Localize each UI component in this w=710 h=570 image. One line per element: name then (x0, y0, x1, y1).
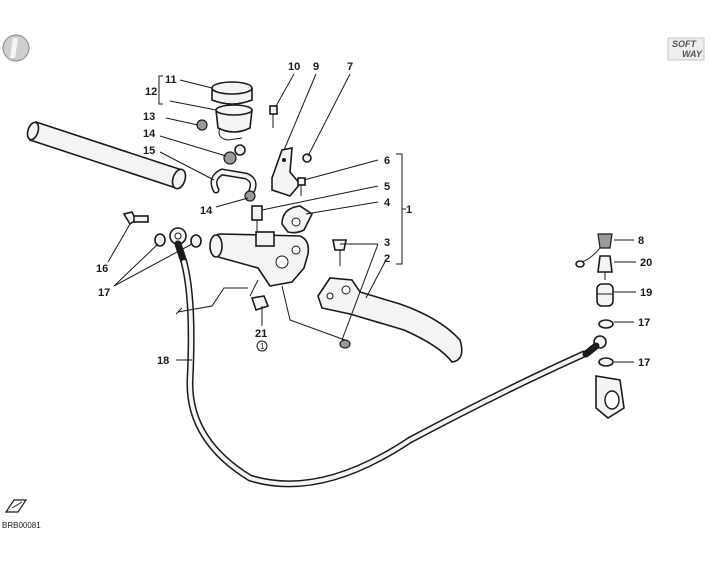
screw-10 (269, 105, 278, 128)
group-bracket (158, 75, 163, 105)
lever-clamp-half (281, 205, 314, 234)
leader-lines (107, 73, 636, 363)
banjo-fitting (251, 205, 263, 232)
label-21-circle (256, 340, 268, 352)
label-12: 12 (145, 86, 157, 98)
label-4: 4 (384, 197, 391, 209)
page-badge-icon (2, 34, 30, 62)
slave-cylinder-port (595, 375, 625, 419)
label-18: 18 (157, 355, 169, 367)
part-labels: 11 12 13 14 15 14 10 9 7 6 5 4 1 3 2 16 … (96, 61, 652, 369)
label-21-sub: 1 (260, 342, 265, 351)
hose-banjo-end (169, 227, 188, 266)
nut (339, 339, 351, 349)
banjo-bolt (122, 211, 149, 226)
screw-7 (302, 153, 312, 163)
label-8: 8 (638, 235, 644, 247)
label-5: 5 (384, 181, 390, 193)
washer-right-upper (598, 319, 614, 329)
svg-text:SOFT: SOFT (672, 39, 698, 49)
screw-6 (297, 177, 306, 196)
label-17b: 17 (638, 317, 650, 329)
label-6: 6 (384, 155, 390, 167)
label-15: 15 (143, 145, 155, 157)
drawing-code: BRB00081 (2, 521, 41, 530)
hose-banjo-right (582, 335, 607, 358)
assembly-bracket (396, 153, 406, 265)
label-13: 13 (143, 111, 155, 123)
label-1: 1 (406, 204, 412, 216)
label-19: 19 (640, 287, 652, 299)
label-3: 3 (384, 237, 390, 249)
drawing-mark-icon (4, 499, 28, 513)
label-2: 2 (384, 253, 390, 265)
clutch-lever (317, 277, 463, 363)
label-14b: 14 (200, 205, 213, 217)
label-17c: 17 (638, 357, 650, 369)
washer-right-lower (598, 357, 614, 367)
label-14a: 14 (143, 128, 156, 140)
svg-text:WAY: WAY (682, 49, 703, 59)
clutch-hose (180, 258, 588, 488)
assembly-guide-lines (249, 279, 346, 341)
softway-logo: SOFT WAY (667, 37, 705, 61)
label-17a: 17 (98, 287, 110, 299)
label-7: 7 (347, 61, 353, 73)
reservoir-hose (210, 151, 257, 202)
washer-pair (154, 233, 202, 248)
label-20: 20 (640, 257, 652, 269)
handlebar (26, 120, 187, 190)
reservoir (215, 104, 253, 141)
bracket (271, 147, 302, 197)
dust-cap (575, 233, 613, 268)
label-21: 21 (255, 328, 267, 340)
adapter (596, 283, 614, 307)
bleed-valve (597, 255, 613, 280)
master-cylinder (209, 231, 310, 287)
label-10: 10 (288, 61, 300, 73)
microswitch-wire (175, 287, 270, 315)
label-11: 11 (165, 74, 177, 86)
reservoir-cap (211, 81, 253, 105)
label-16: 16 (96, 263, 108, 275)
lever-pivot-pin (332, 239, 347, 266)
label-9: 9 (313, 61, 319, 73)
